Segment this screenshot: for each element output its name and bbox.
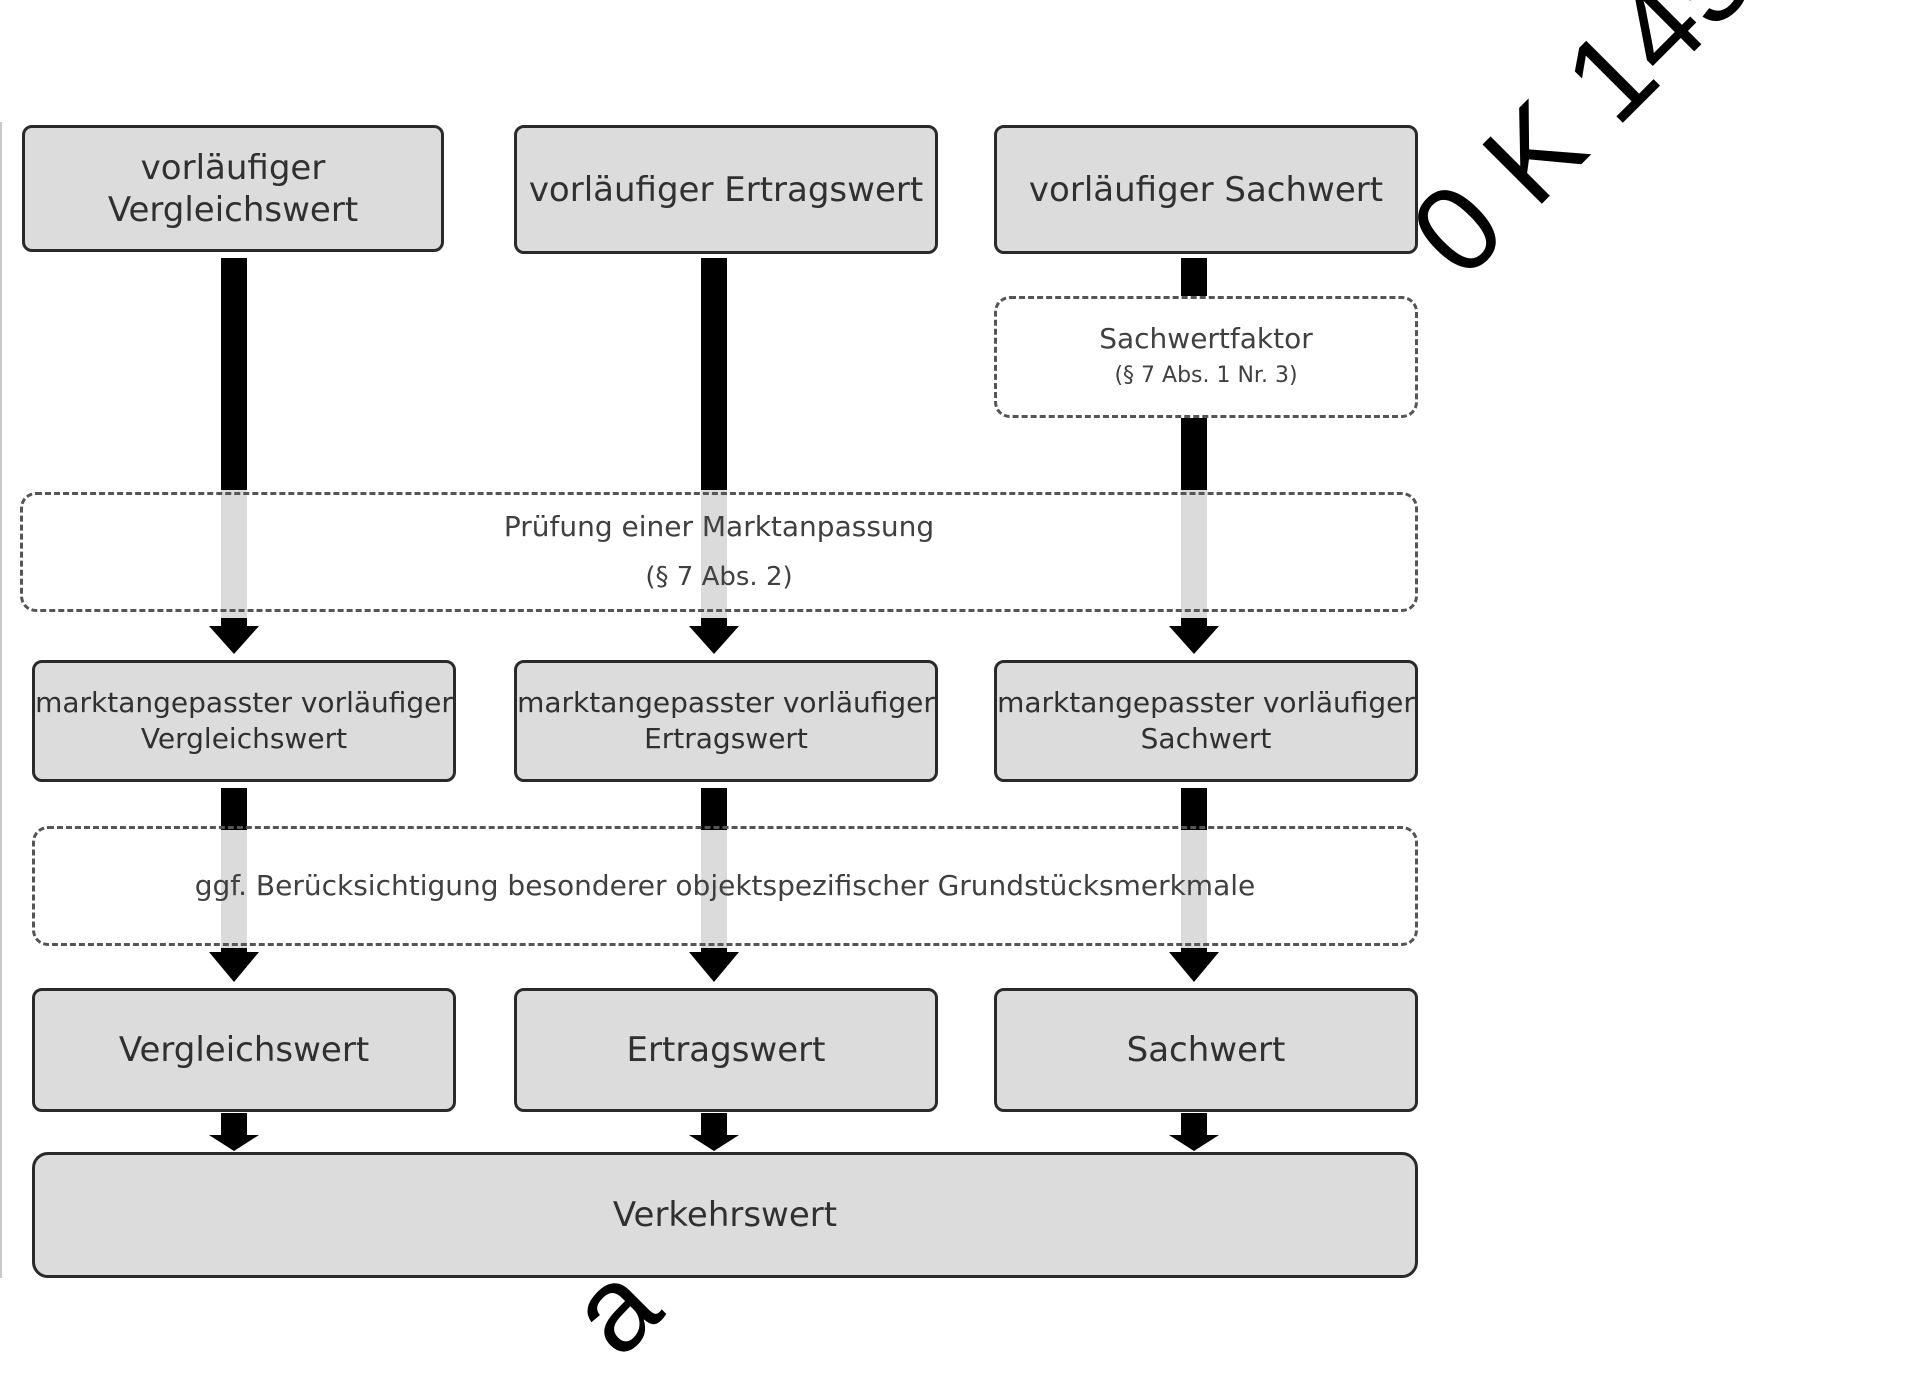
box-sachwert: Sachwert: [994, 988, 1418, 1112]
arrow-head-sach-2: [1169, 952, 1219, 982]
box-vorlaeufiger-vergleichswert-line1: vorläufiger: [140, 147, 326, 188]
arrow-fade-ertrag-obj: [701, 830, 727, 948]
ertragswert-label: Ertragswert: [626, 1030, 826, 1070]
box-vorlaeufiger-ertragswert-label: vorläufiger Ertragswert: [528, 169, 924, 210]
marktangepasster-ertragswert-prefix: marktangepasster vorläufiger: [517, 686, 935, 719]
arrow-head-sach-3: [1169, 1135, 1219, 1151]
marktangepasster-sachwert-prefix: marktangepasster vorläufiger: [997, 686, 1415, 719]
box-vorlaeufiger-ertragswert: vorläufiger Ertragswert: [514, 125, 938, 254]
arrow-fade-ertrag-markt: [701, 490, 727, 618]
arrow-shaft-sach-3: [1181, 1113, 1207, 1135]
arrow-head-vergleich-2: [209, 952, 259, 982]
box-marktangepasster-sachwert: marktangepasster vorläufiger Sachwert: [994, 660, 1418, 782]
arrow-head-ertrag-2: [689, 952, 739, 982]
arrow-shaft-ertrag-3: [701, 1113, 727, 1135]
objektspezifisch-label: ggf. Berücksichtigung besonderer objekts…: [194, 869, 1256, 902]
sachwertfaktor-title: Sachwertfaktor: [1099, 322, 1313, 355]
box-vergleichswert: Vergleichswert: [32, 988, 456, 1112]
sachwertfaktor-reference: (§ 7 Abs. 1 Nr. 3): [1114, 363, 1298, 388]
watermark-diagonal-text: 0 K 145/23: [1385, 0, 1898, 301]
marktanpassung-reference: (§ 7 Abs. 2): [645, 562, 793, 592]
arrow-head-ertrag-3: [689, 1135, 739, 1151]
box-marktangepasster-ertragswert: marktangepasster vorläufiger Ertragswert: [514, 660, 938, 782]
box-objektspezifische-merkmale: ggf. Berücksichtigung besonderer objekts…: [32, 826, 1418, 946]
box-ertragswert: Ertragswert: [514, 988, 938, 1112]
marktanpassung-title: Prüfung einer Marktanpassung: [503, 510, 935, 543]
box-vorlaeufiger-vergleichswert: vorläufiger Vergleichswert: [22, 125, 444, 252]
box-sachwertfaktor: Sachwertfaktor (§ 7 Abs. 1 Nr. 3): [994, 296, 1418, 418]
sachwert-label: Sachwert: [1126, 1030, 1286, 1070]
marktangepasster-ertragswert-label: Ertragswert: [644, 722, 808, 755]
vergleichswert-label: Vergleichswert: [118, 1030, 370, 1070]
box-marktangepasster-vergleichswert: marktangepasster vorläufiger Vergleichsw…: [32, 660, 456, 782]
verkehrswert-label: Verkehrswert: [612, 1195, 838, 1235]
arrow-head-sach-1: [1169, 626, 1219, 654]
arrow-fade-vergleich-markt: [221, 490, 247, 618]
box-verkehrswert: Verkehrswert: [32, 1152, 1418, 1278]
box-vorlaeufiger-vergleichswert-line2: Vergleichswert: [107, 189, 359, 230]
marktangepasster-sachwert-label: Sachwert: [1140, 722, 1272, 755]
arrow-fade-vergleich-obj: [221, 830, 247, 948]
arrow-fade-sach-obj: [1181, 830, 1207, 948]
page-left-edge: [0, 122, 2, 1278]
arrow-head-ertrag-1: [689, 626, 739, 654]
arrow-fade-sach-markt: [1181, 490, 1207, 618]
arrow-head-vergleich-1: [209, 626, 259, 654]
marktangepasster-vergleichswert-prefix: marktangepasster vorläufiger: [35, 686, 453, 719]
box-vorlaeufiger-sachwert: vorläufiger Sachwert: [994, 125, 1418, 254]
marktangepasster-vergleichswert-label: Vergleichswert: [140, 722, 348, 755]
box-vorlaeufiger-sachwert-label: vorläufiger Sachwert: [1028, 169, 1384, 210]
box-pruefung-marktanpassung: Prüfung einer Marktanpassung (§ 7 Abs. 2…: [20, 492, 1418, 612]
arrow-shaft-vergleich-3: [221, 1113, 247, 1135]
watermark-diagonal-text-content: 0 K 145/23: [1385, 0, 1899, 302]
arrow-head-vergleich-3: [209, 1135, 259, 1151]
